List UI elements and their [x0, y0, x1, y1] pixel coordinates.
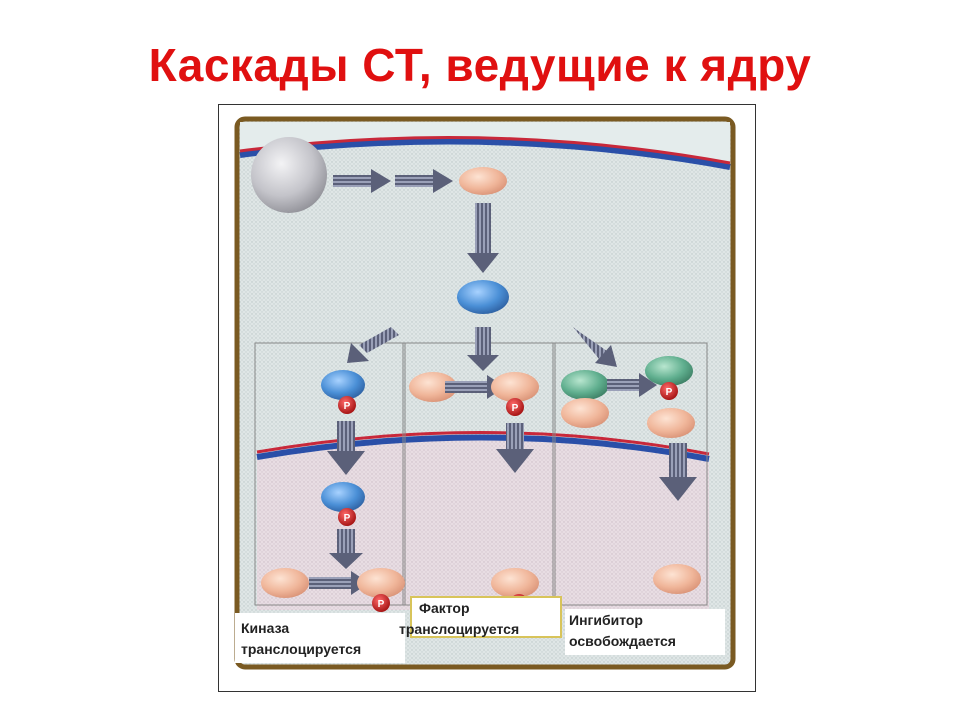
label-inhibitor-line2: освобождается	[569, 633, 676, 649]
factor-cytoplasm	[409, 372, 457, 402]
label-bg-inhibitor	[565, 609, 725, 655]
arrow-branch-right	[573, 327, 617, 367]
arrow-down-factor	[496, 423, 534, 473]
label-kinase-line1: Киназа	[241, 620, 289, 636]
arrow-down-kinase	[327, 421, 365, 475]
free-factor	[647, 408, 695, 438]
phospho-label: P	[378, 599, 385, 610]
label-inhibitor-line1: Ингибитор	[569, 612, 643, 628]
nucleus	[257, 435, 709, 610]
arrow-down-kinase-2	[329, 529, 363, 569]
phospho-label: P	[512, 403, 519, 414]
inhibitor-complex-green	[561, 370, 609, 400]
receptor-ligand	[251, 137, 327, 213]
phospho-badge	[506, 398, 524, 416]
transcription-factor-phospho	[357, 568, 405, 598]
arrow-branch-center	[467, 327, 499, 371]
signal-cascade-diagram: P P P P P P	[218, 104, 756, 692]
phospho-badge	[338, 396, 356, 414]
nuclear-membrane-blue	[256, 434, 710, 462]
arrow-down-inhibitor	[659, 443, 697, 501]
arrow-right-2	[395, 169, 453, 193]
factor-nucleus-released	[653, 564, 701, 594]
inhibitor-complex-factor	[561, 398, 609, 428]
arrow-right-inhibitor	[607, 373, 657, 397]
kinase-cytoplasm	[321, 370, 365, 400]
kinase-nucleus	[321, 482, 365, 512]
label-kinase-line2: транслоцируется	[241, 641, 361, 657]
arrow-branch-left	[347, 327, 399, 363]
phospho-label: P	[344, 513, 351, 524]
nuclear-membrane-red	[256, 431, 710, 456]
panel-inhibitor	[552, 342, 708, 606]
phospho-label: P	[344, 401, 351, 412]
factor-phospho	[491, 372, 539, 402]
inhibitor-released	[645, 356, 693, 386]
arrow-down-1	[467, 203, 499, 273]
phospho-badge	[338, 508, 356, 526]
adaptor-protein	[459, 167, 507, 195]
panel-kinase	[254, 342, 406, 606]
arrow-right-1	[333, 169, 391, 193]
factor-nucleus	[491, 568, 539, 598]
kinase-central	[457, 280, 509, 314]
diagram-canvas: P P P P P P	[234, 116, 736, 670]
label-bg-factor	[410, 596, 562, 638]
extracellular-space	[240, 122, 730, 165]
transcription-factor	[261, 568, 309, 598]
phospho-badge	[660, 382, 678, 400]
phospho-badge	[372, 594, 390, 612]
slide-title: Каскады СТ, ведущие к ядру	[148, 39, 812, 91]
label-factor-line1: Фактор	[419, 600, 470, 616]
label-bg-kinase	[235, 613, 405, 663]
label-factor-line2: транслоцируется	[399, 621, 519, 637]
phospho-label: P	[666, 387, 673, 398]
